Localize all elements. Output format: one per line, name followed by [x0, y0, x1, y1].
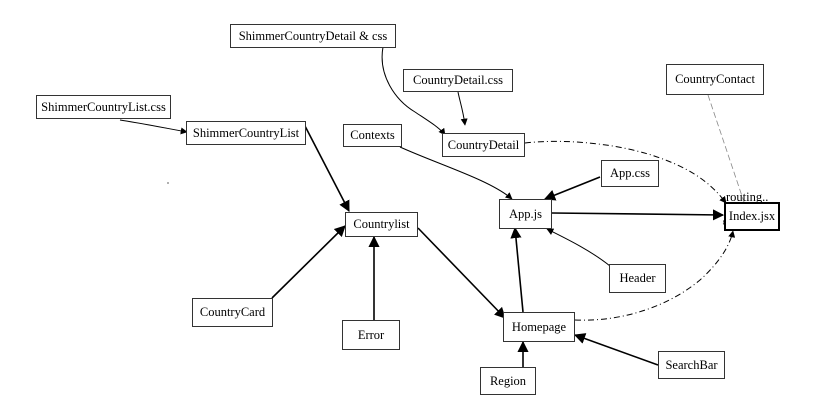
node-header[interactable]: Header — [609, 264, 666, 293]
edge-detail-css-to-country-detail — [457, 91, 468, 126]
edge-searchbar-to-homepage — [573, 333, 659, 366]
edge-app-js-to-index — [551, 209, 725, 221]
node-contexts[interactable]: Contexts — [343, 124, 402, 147]
edge-app-css-to-app-js — [543, 176, 601, 201]
node-country-contact[interactable]: CountryContact — [666, 64, 764, 95]
node-countrylist[interactable]: Countrylist — [345, 212, 418, 237]
node-region[interactable]: Region — [480, 367, 536, 395]
edge-shimmer-detail-to-country-detail — [381, 46, 446, 136]
node-shimmer-country-list-css[interactable]: ShimmerCountryList.css — [36, 95, 171, 119]
edge-shimmer-css-to-shimmer-list — [119, 119, 188, 135]
edge-routing-country-detail — [524, 140, 727, 204]
edge-homepage-to-app-js — [510, 226, 524, 313]
node-country-card[interactable]: CountryCard — [192, 298, 273, 327]
stray-dot — [167, 182, 169, 184]
edge-countrylist-to-homepage — [417, 227, 506, 319]
node-app-js[interactable]: App.js — [499, 199, 552, 229]
node-shimmer-country-list[interactable]: ShimmerCountryList — [186, 121, 306, 145]
node-country-detail[interactable]: CountryDetail — [442, 133, 525, 157]
node-country-detail-css[interactable]: CountryDetail.css — [403, 69, 513, 92]
node-homepage[interactable]: Homepage — [503, 312, 575, 342]
node-app-css[interactable]: App.css — [601, 160, 659, 187]
node-searchbar[interactable]: SearchBar — [658, 351, 725, 379]
edge-country-card-to-countrylist — [271, 225, 346, 299]
edge-shimmer-list-to-countrylist — [304, 125, 350, 212]
edge-country-contact-to-index — [707, 94, 746, 206]
node-index-jsx[interactable]: Index.jsx — [724, 202, 780, 231]
node-shimmer-country-detail[interactable]: ShimmerCountryDetail & css — [230, 24, 396, 48]
routing-annotation: routing.. — [726, 190, 769, 204]
node-error[interactable]: Error — [342, 320, 400, 350]
edge-contexts-to-app-js — [399, 146, 513, 200]
edge-header-to-app-js — [546, 228, 611, 267]
